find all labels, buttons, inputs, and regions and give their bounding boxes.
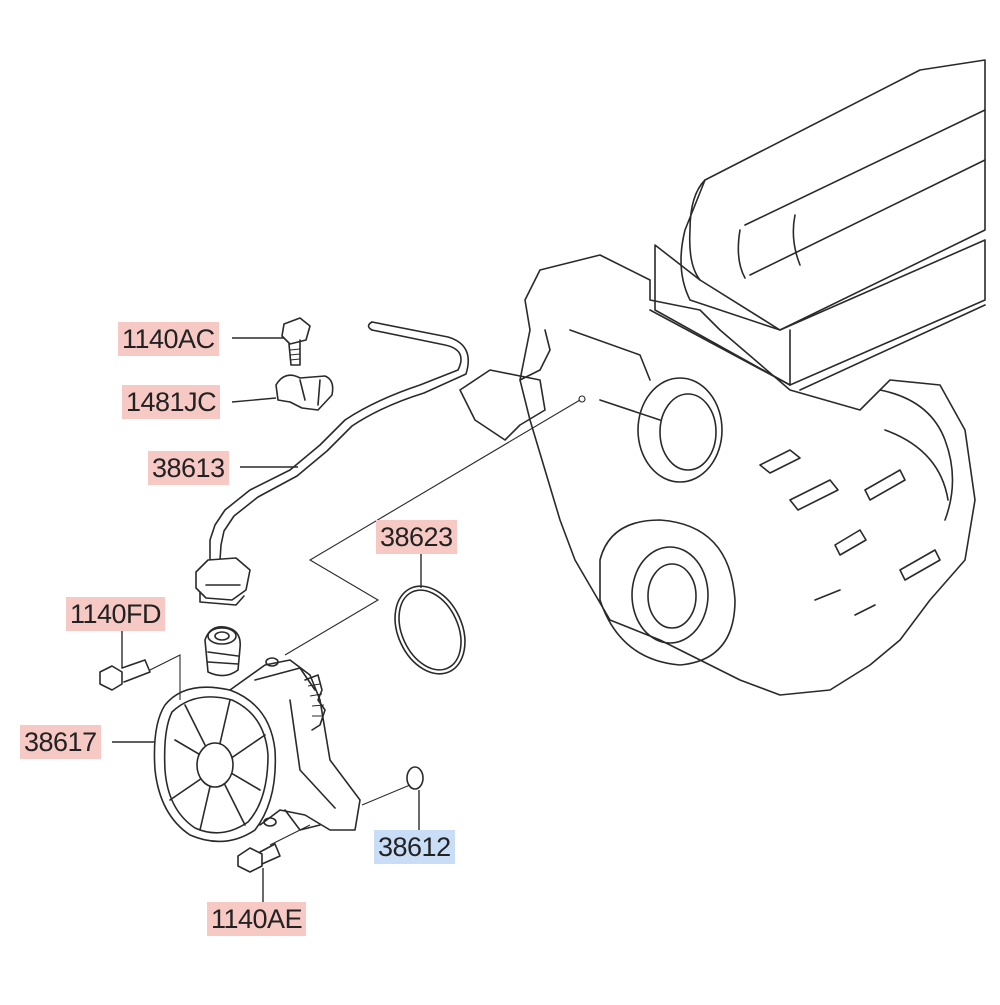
callout-1140ac[interactable]: 1140AC	[118, 322, 219, 356]
callout-38612[interactable]: 38612	[374, 830, 455, 864]
callout-1140fd[interactable]: 1140FD	[66, 597, 166, 631]
oring-38623-drawing	[394, 585, 466, 675]
bolt-1140ae-drawing	[237, 843, 281, 873]
callout-38623[interactable]: 38623	[376, 520, 457, 554]
vacuum-pump-38617-drawing	[153, 625, 361, 843]
hose-38613-drawing	[195, 321, 470, 606]
assembly-lines	[149, 395, 586, 846]
bolt-1140fd-drawing	[99, 659, 151, 691]
leader-lines	[112, 337, 422, 903]
clip-1481jc-drawing	[275, 374, 334, 411]
callout-1481jc[interactable]: 1481JC	[122, 385, 221, 419]
bolt-1140ac-drawing	[281, 317, 311, 366]
callout-38613[interactable]: 38613	[148, 451, 229, 485]
callout-1140ae[interactable]: 1140AE	[207, 902, 307, 936]
engine-block	[459, 59, 986, 696]
callout-38617[interactable]: 38617	[20, 725, 101, 759]
ring-38612-drawing	[406, 766, 424, 790]
